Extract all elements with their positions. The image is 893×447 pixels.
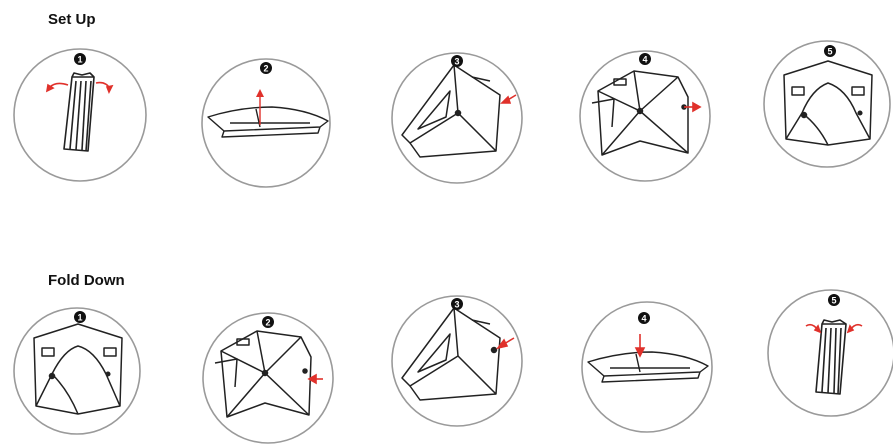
tent-complete-icon: [783, 60, 873, 146]
fold-step-4: 4: [580, 300, 714, 434]
step-frame: [391, 295, 523, 427]
svg-text:1: 1: [77, 55, 82, 65]
tent-partial-icon: [401, 64, 501, 158]
tent-push-icon: [591, 70, 689, 156]
closed-tent-icon: [815, 319, 847, 395]
flat-tent-icon: [207, 95, 329, 138]
step-frame: [13, 307, 141, 435]
step-number-badge: 4: [638, 312, 650, 324]
press-arrow-icon: [634, 334, 646, 358]
fold-step-5: 5: [766, 288, 893, 418]
step-frame: [391, 52, 523, 184]
svg-text:4: 4: [642, 55, 647, 65]
setup-step-2: 2: [200, 57, 332, 189]
svg-text:1: 1: [77, 313, 82, 323]
fold-step-3: 3: [390, 294, 524, 428]
svg-text:5: 5: [831, 296, 836, 306]
svg-text:2: 2: [263, 64, 268, 74]
svg-text:4: 4: [641, 314, 646, 324]
step-frame: [763, 40, 891, 168]
svg-text:5: 5: [827, 47, 832, 57]
svg-text:3: 3: [454, 300, 459, 310]
tent-push-icon: [214, 330, 312, 418]
step-frame: [202, 312, 334, 444]
fold-step-1: 1: [12, 306, 142, 436]
flat-tent-icon: [587, 351, 709, 383]
step-number-badge: 1: [74, 53, 86, 65]
lift-arrow-icon: [256, 89, 264, 97]
step-number-badge: 3: [451, 298, 463, 310]
step-number-badge: 4: [639, 53, 651, 65]
setup-step-3: 3: [390, 51, 524, 185]
step-number-badge: 5: [824, 45, 836, 57]
step-number-badge: 5: [828, 294, 840, 306]
step-frame: [13, 48, 147, 182]
fold-down-section-title: Fold Down: [48, 272, 125, 289]
closed-tent-icon: [63, 72, 95, 152]
push-arrow-icon: [500, 94, 517, 104]
setup-step-5: 5: [762, 39, 892, 169]
step-frame: [581, 301, 713, 433]
fold-step-2: 2: [201, 311, 335, 445]
rotate-arrow-icon: [805, 323, 863, 334]
step-number-badge: 1: [74, 311, 86, 323]
svg-text:2: 2: [265, 318, 270, 328]
rotate-arrow-icon: [45, 81, 114, 94]
setup-step-1: 1: [12, 47, 148, 183]
tent-complete-icon: [33, 323, 123, 415]
svg-text:3: 3: [454, 57, 459, 67]
step-number-badge: 3: [451, 55, 463, 67]
push-arrow-icon: [496, 337, 515, 350]
step-number-badge: 2: [262, 316, 274, 328]
setup-section-title: Set Up: [48, 11, 96, 28]
step-number-badge: 2: [260, 62, 272, 74]
push-arrow-icon: [684, 101, 702, 113]
tent-partial-icon: [401, 307, 501, 401]
setup-step-4: 4: [578, 49, 712, 183]
push-arrow-icon: [307, 373, 323, 385]
